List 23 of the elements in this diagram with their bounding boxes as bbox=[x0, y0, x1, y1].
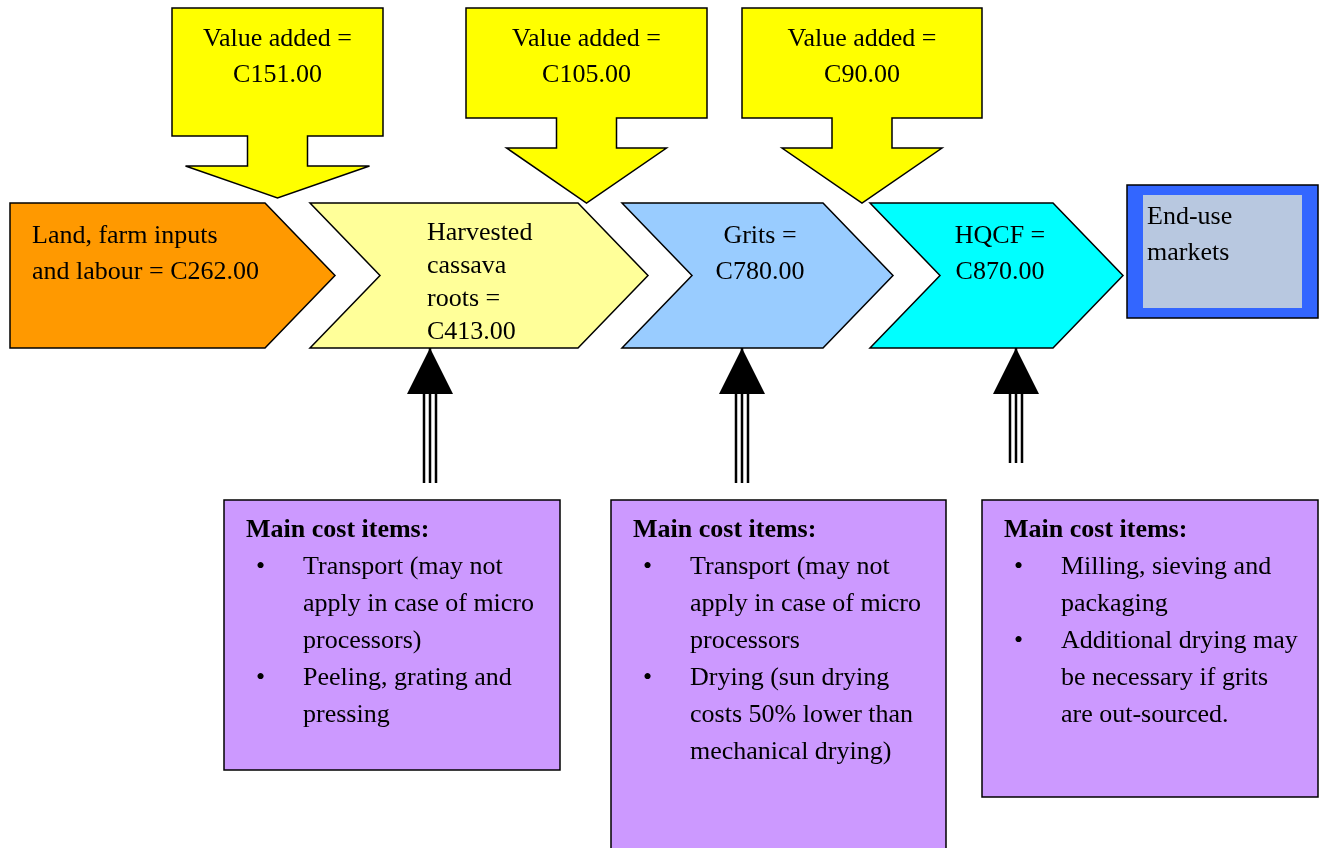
bullet: • bbox=[643, 661, 653, 693]
node-label: Value added = C151.00 bbox=[202, 22, 353, 90]
cost-heading: Main cost items: bbox=[1004, 513, 1189, 545]
node-label: Grits = C780.00 bbox=[714, 219, 806, 287]
bullet: • bbox=[256, 661, 266, 693]
node-label: End-use markets bbox=[1147, 200, 1234, 268]
bullet: • bbox=[256, 550, 266, 582]
cost-item: Transport (may not apply in case of micro processors) bbox=[303, 550, 536, 656]
cost-item: Additional drying may be necessary if grits are out-sourced. bbox=[1061, 624, 1299, 730]
cost-heading: Main cost items: bbox=[633, 513, 818, 545]
node-label: Harvested cassava roots = C413.00 bbox=[427, 216, 534, 347]
node-label: Value added = C105.00 bbox=[511, 22, 662, 90]
node-label: Value added = C90.00 bbox=[786, 22, 938, 90]
bullet: • bbox=[643, 550, 653, 582]
cost-heading: Main cost items: bbox=[246, 513, 431, 545]
bullet: • bbox=[1014, 624, 1024, 656]
cost-item: Transport (may not apply in case of micro processors bbox=[690, 550, 923, 656]
bullet: • bbox=[1014, 550, 1024, 582]
node-label: Land, farm inputs and labour = C262.00 bbox=[32, 219, 260, 287]
node-label: HQCF = C870.00 bbox=[953, 219, 1047, 287]
cost-item: Drying (sun drying costs 50% lower than mechanical drying) bbox=[690, 661, 915, 767]
cost-item: Milling, sieving and packaging bbox=[1061, 550, 1273, 619]
cost-item: Peeling, grating and pressing bbox=[303, 661, 513, 730]
